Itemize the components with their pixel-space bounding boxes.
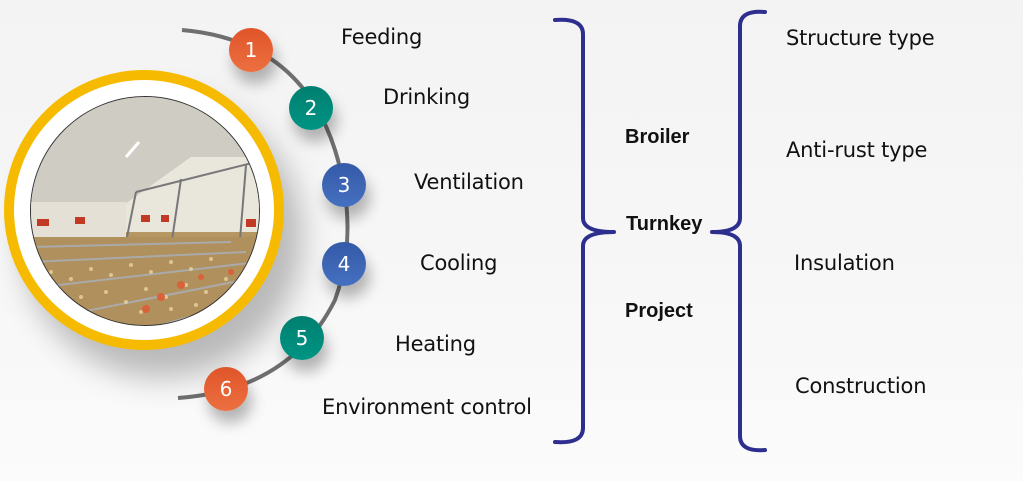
photo-ring [4, 70, 284, 350]
left-brace [553, 17, 616, 445]
right-brace [710, 9, 767, 453]
aspect-structure-type: Structure type [786, 26, 935, 50]
aspect-insulation: Insulation [794, 251, 895, 275]
step-6-label: Environment control [322, 395, 532, 419]
photo-illustration [31, 97, 259, 325]
center-title-line-1: Broiler [625, 126, 690, 148]
step-5-label: Heating [395, 332, 476, 356]
step-4-label: Cooling [420, 251, 498, 275]
aspect-construction: Construction [795, 374, 927, 398]
step-3-badge: 3 [322, 163, 366, 207]
step-5-badge: 5 [280, 316, 324, 360]
aspect-anti-rust-type: Anti-rust type [786, 138, 928, 162]
center-title-line-3: Project [625, 300, 693, 322]
step-1-label: Feeding [341, 25, 423, 49]
broiler-house-photo [30, 96, 260, 326]
step-4-badge: 4 [322, 242, 366, 286]
step-2-badge: 2 [289, 86, 333, 130]
step-3-label: Ventilation [414, 170, 524, 194]
center-title-line-2: Turnkey [626, 213, 703, 235]
step-1-badge: 1 [229, 28, 273, 72]
photo-border [14, 80, 274, 340]
step-2-label: Drinking [383, 85, 470, 109]
steps-arc [177, 28, 350, 400]
step-6-badge: 6 [204, 367, 248, 411]
